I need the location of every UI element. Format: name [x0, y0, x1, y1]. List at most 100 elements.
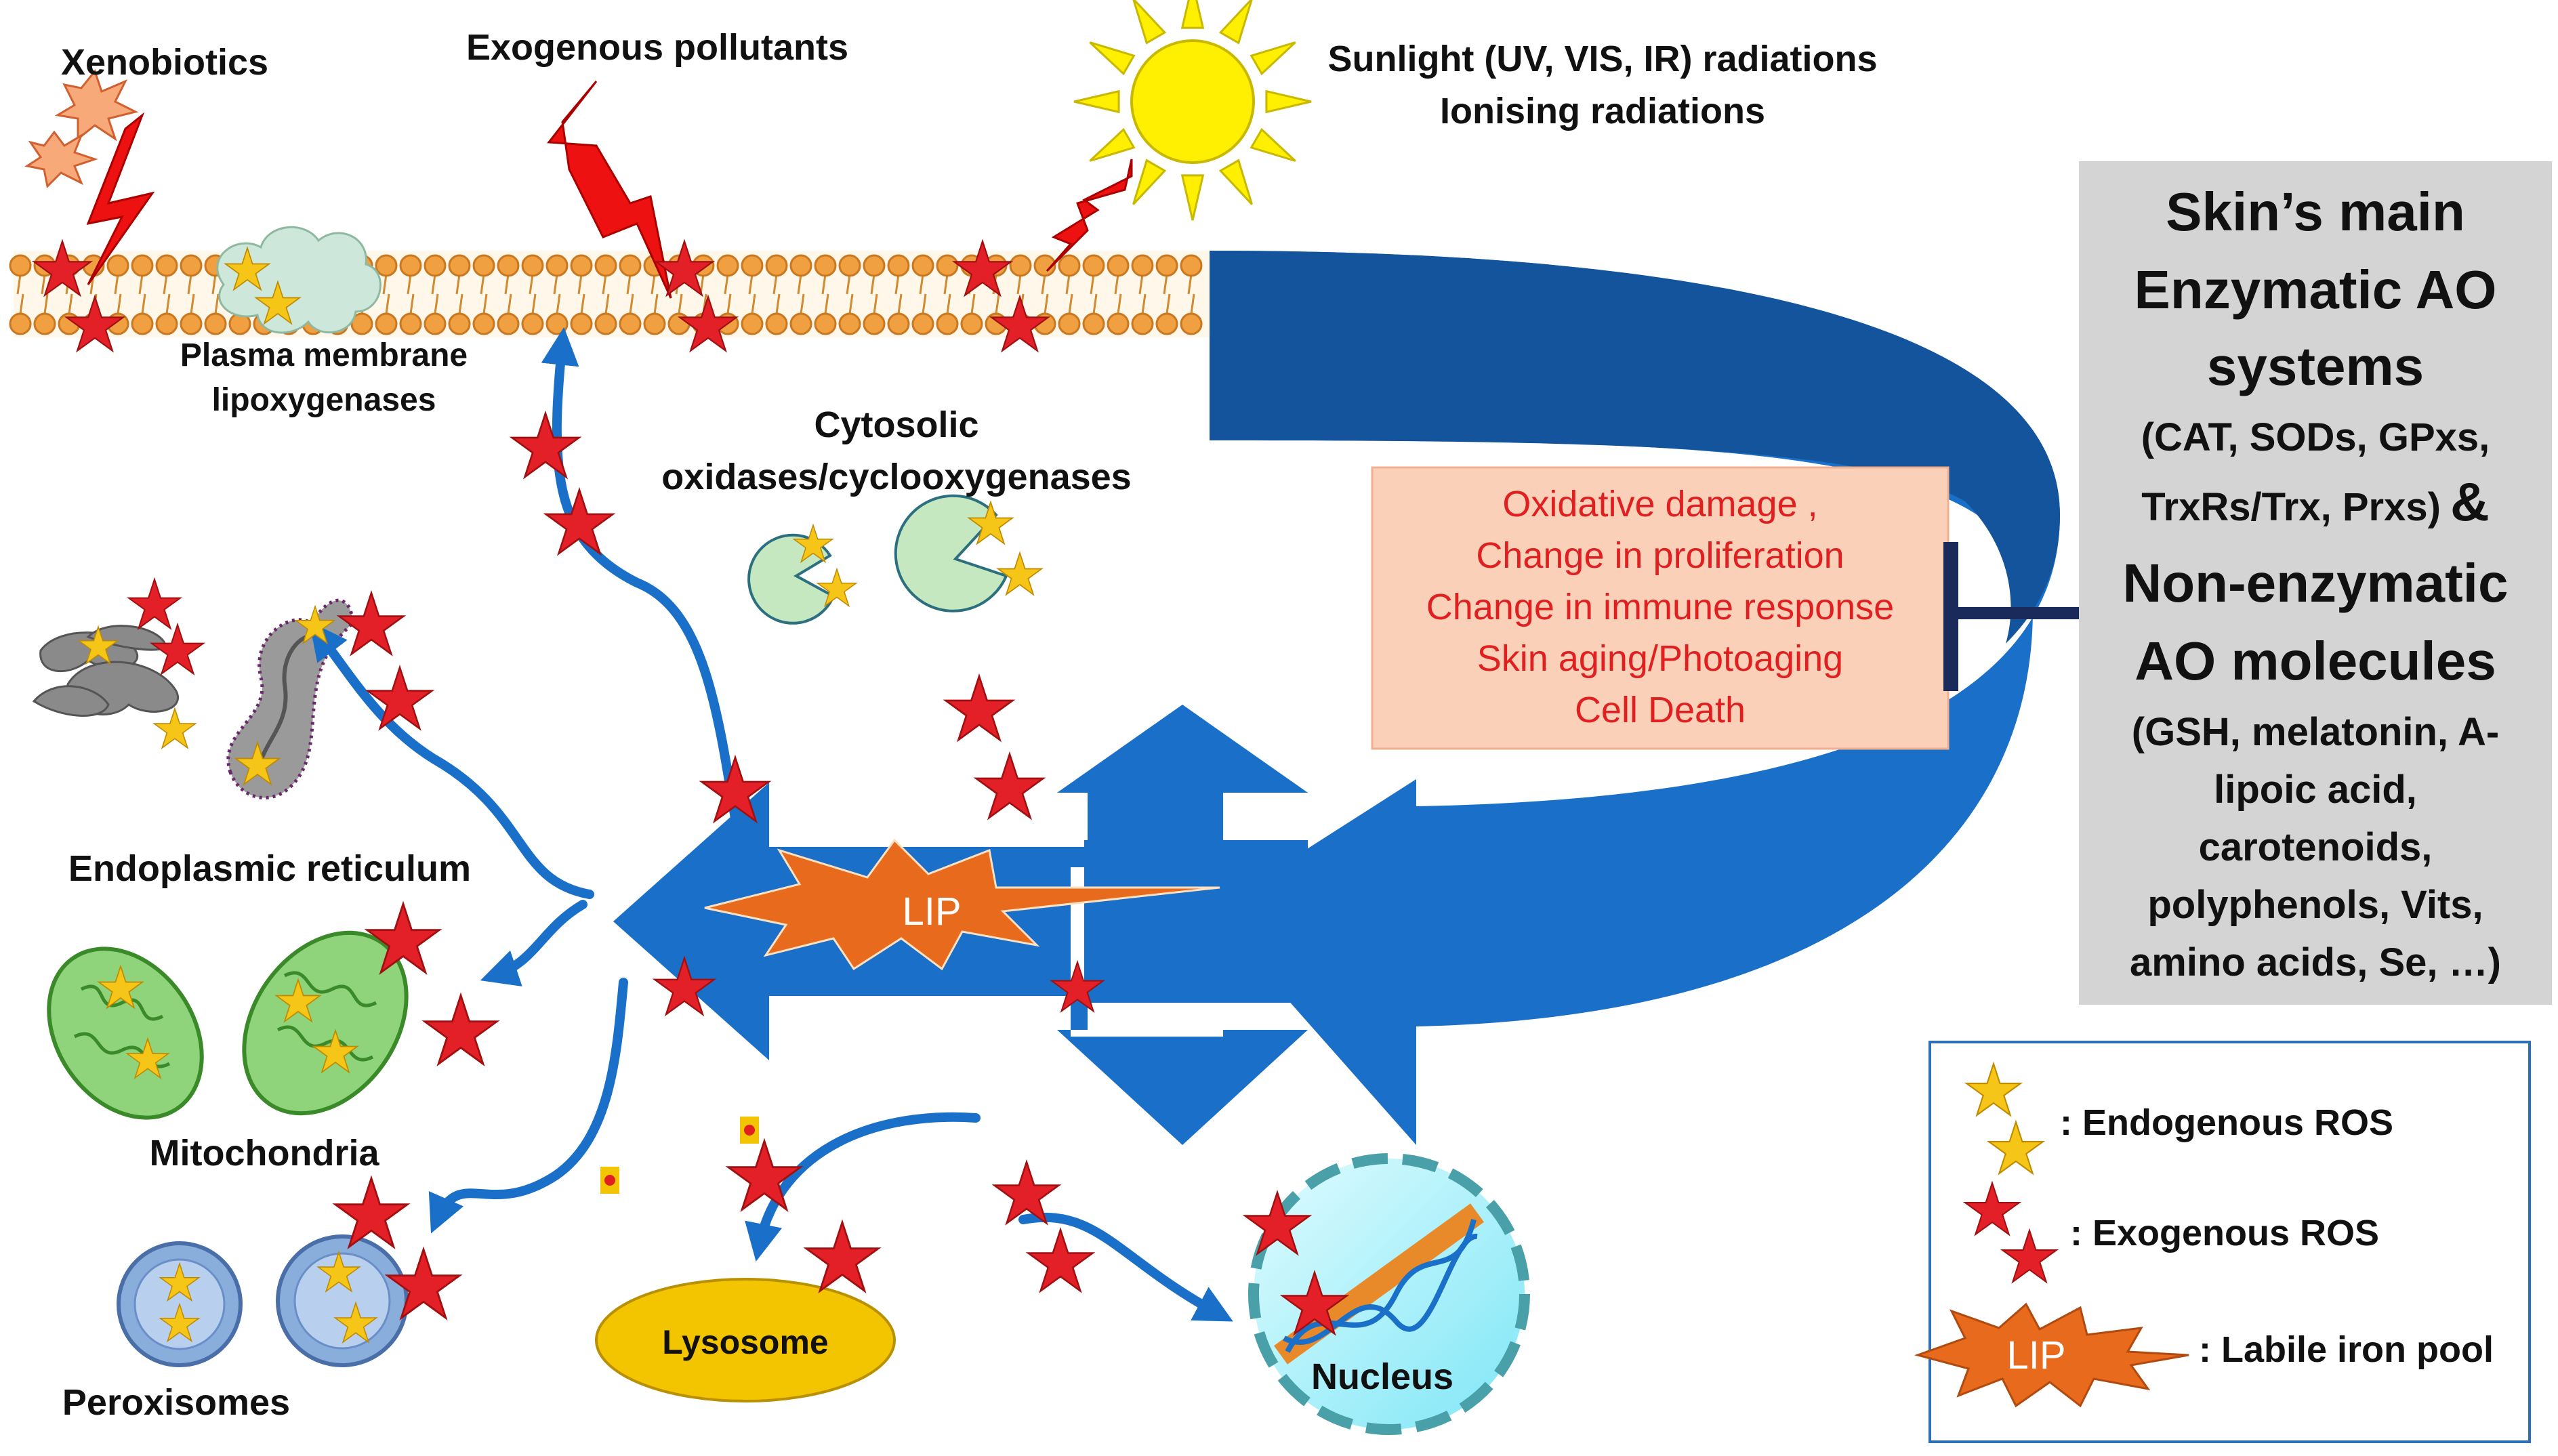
lipid-head — [180, 312, 203, 335]
lipid-head — [521, 254, 544, 277]
lipid-head — [570, 254, 593, 277]
ao-line-4: (CAT, SODs, GPxs, — [2141, 415, 2490, 459]
lipid-head — [936, 312, 959, 335]
lipid-head — [1082, 254, 1105, 277]
lipid-head — [765, 312, 788, 335]
sun-ray — [1073, 89, 1120, 114]
lipoxygenase-cloud-icon — [216, 226, 381, 334]
lysosome-icon — [595, 1278, 896, 1402]
lipid-head — [789, 254, 812, 277]
lipid-head — [131, 312, 154, 335]
red-star-icon — [425, 995, 497, 1064]
sun-ray — [1265, 89, 1312, 114]
lipid-head — [375, 254, 398, 277]
label-sunlight: Sunlight (UV, VIS, IR) radiations — [1327, 39, 1877, 79]
lipid-head — [789, 312, 812, 335]
lipid-head — [9, 254, 32, 277]
lipid-head — [9, 312, 32, 335]
lightning-bolt-icon — [86, 81, 1133, 299]
lipid-head — [1033, 254, 1056, 277]
lipid-head — [521, 312, 544, 335]
lipid-head — [424, 312, 447, 335]
label-ionising: Ionising radiations — [1440, 91, 1765, 131]
legend-lip-burst-icon — [1914, 1302, 2189, 1408]
lipid-head — [472, 254, 495, 277]
ao-line-1: Skin’s main — [2166, 182, 2465, 242]
feedback-curved-arrow — [1210, 251, 2060, 1145]
ao-line-12: amino acids, Se, …) — [2130, 940, 2501, 984]
red-star-icon — [728, 1141, 801, 1209]
lipid-head — [814, 254, 837, 277]
effect-line-5: Cell Death — [1575, 690, 1746, 730]
lipid-head — [155, 254, 178, 277]
xenobiotic-burst-icon — [24, 68, 139, 189]
ao-line-9: lipoic acid, — [2214, 768, 2417, 812]
red-star-icon — [946, 676, 1013, 740]
cytosolic-enzyme-icon — [747, 494, 1008, 625]
legend: : Endogenous ROS : Exogenous ROS LIP : L… — [1914, 1041, 2531, 1443]
sun-ray — [1250, 127, 1296, 162]
lipid-head — [911, 254, 934, 277]
label-plasma-membrane: Plasma membrane — [180, 337, 468, 373]
lipid-head — [1180, 254, 1203, 277]
lipid-head — [204, 312, 227, 335]
sun-ray — [1180, 174, 1205, 221]
label-exogenous-pollutants: Exogenous pollutants — [466, 27, 848, 68]
lip-burst: LIP — [704, 838, 1220, 971]
lipid-head — [1058, 312, 1081, 335]
lipid-head — [741, 254, 764, 277]
sun-ray — [1218, 159, 1253, 205]
lipid-head — [1009, 254, 1032, 277]
label-xenobiotics: Xenobiotics — [61, 42, 268, 83]
effect-line-4: Skin aging/Photoaging — [1477, 638, 1843, 679]
sun-icon — [1073, 0, 1312, 221]
legend-lip-icon-label: LIP — [2006, 1333, 2065, 1377]
lipid-head — [399, 254, 422, 277]
lipid-head — [887, 254, 910, 277]
red-star-icon — [339, 593, 403, 654]
lipid-head — [1155, 312, 1178, 335]
red-star-icon — [152, 625, 203, 673]
effects-box: Oxidative damage , Change in proliferati… — [1371, 466, 1950, 750]
antioxidant-box: Skin’s main Enzymatic AO systems (CAT, S… — [2079, 161, 2552, 1005]
lipid-head — [936, 254, 959, 277]
lipid-head — [399, 312, 422, 335]
lipid-head — [1107, 312, 1130, 335]
red-star-icon — [512, 413, 579, 477]
plasma-membrane — [9, 251, 1213, 337]
label-nucleus: Nucleus — [1311, 1356, 1453, 1397]
lipid-head — [472, 312, 495, 335]
lipid-head — [375, 312, 398, 335]
red-star-icon — [806, 1222, 879, 1291]
lipid-head — [1180, 312, 1203, 335]
lipid-head — [643, 312, 666, 335]
sun-ray — [1250, 41, 1296, 76]
lipid-head — [765, 254, 788, 277]
red-star-icon — [546, 490, 613, 554]
lipid-head — [1131, 254, 1154, 277]
lipid-head — [448, 254, 471, 277]
lipid-head — [619, 254, 642, 277]
lipid-head — [448, 312, 471, 335]
lipid-head — [497, 254, 520, 277]
label-lipoxygenases: lipoxygenases — [212, 382, 436, 418]
lipid-head — [741, 312, 764, 335]
ao-line-5-amp: & — [2450, 472, 2490, 532]
ao-line-10: carotenoids, — [2199, 825, 2433, 869]
ao-line-6: Non-enzymatic — [2123, 553, 2509, 613]
lipid-head — [716, 254, 739, 277]
lipid-head — [106, 254, 129, 277]
nucleus-icon — [1248, 1153, 1530, 1435]
endoplasmic-reticulum-icon — [32, 598, 354, 799]
yellow-star-icon — [998, 553, 1042, 595]
lipid-head — [863, 254, 886, 277]
ao-line-5-text: TrxRs/Trx, Prxs) — [2141, 485, 2441, 529]
effect-line-1: Oxidative damage , — [1502, 484, 1817, 524]
effect-line-2: Change in proliferation — [1476, 535, 1844, 576]
sun-ray — [1132, 0, 1167, 45]
lipid-head — [619, 312, 642, 335]
lipid-head — [887, 312, 910, 335]
label-er: Endoplasmic reticulum — [68, 848, 471, 889]
sun-ray — [1132, 159, 1167, 205]
